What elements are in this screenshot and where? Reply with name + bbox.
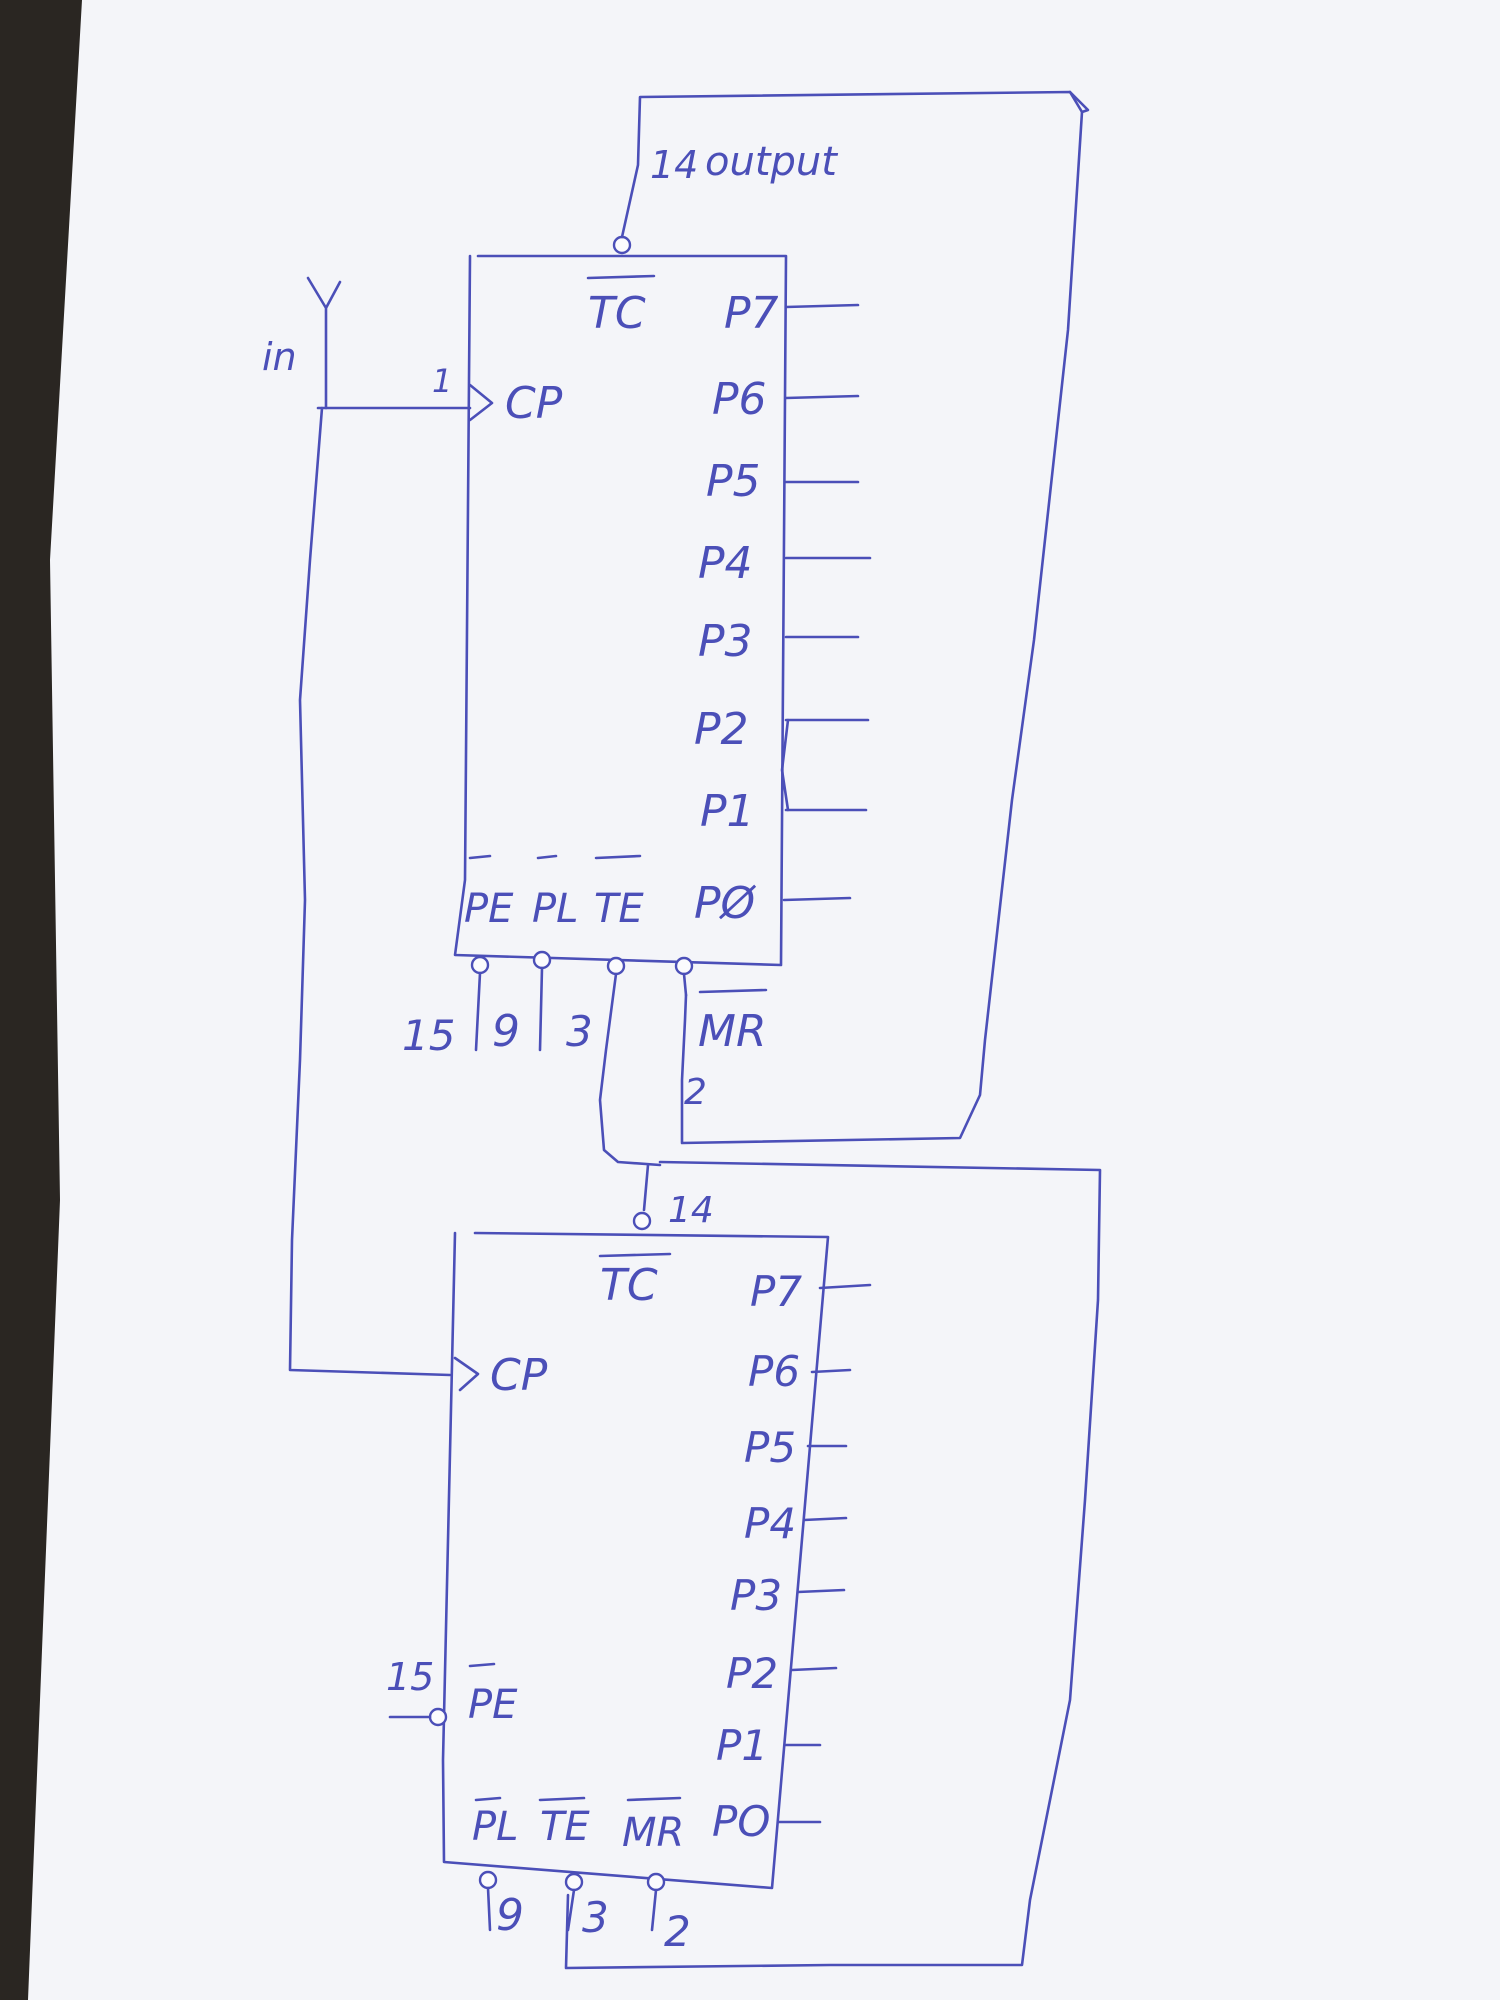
top-output-label-p0: PØ bbox=[694, 878, 757, 929]
bottom-tc-pin-wire bbox=[642, 1163, 650, 1212]
top-output-label-p5: P5 bbox=[706, 456, 761, 507]
bottom-cp-clock-triangle bbox=[453, 1356, 480, 1392]
top-pe-label: PE bbox=[464, 886, 514, 932]
paper-sheet bbox=[28, 0, 1500, 2000]
output-arrow-icon bbox=[1068, 90, 1090, 114]
top-p2-p1-bridge-wire bbox=[780, 718, 790, 812]
top-pe-overbar bbox=[468, 854, 492, 860]
input-arrow-icon bbox=[306, 276, 342, 410]
bottom-output-label-p3: P3 bbox=[730, 1571, 782, 1620]
top-pin-3: 3 bbox=[566, 1007, 593, 1056]
bottom-output-label-p1: P1 bbox=[716, 1721, 768, 1770]
bottom-chip-body bbox=[441, 1231, 830, 1890]
top-cp-clock-triangle bbox=[468, 383, 494, 422]
bottom-pl-label: PL bbox=[472, 1804, 518, 1850]
top-pin-15: 15 bbox=[402, 1011, 455, 1060]
bottom-mr-pin-bubble bbox=[646, 1872, 666, 1892]
bottom-tc-pin-bubble bbox=[632, 1211, 652, 1231]
bottom-output-wire-p2 bbox=[790, 1666, 838, 1672]
bottom-pe-label: PE bbox=[468, 1682, 518, 1728]
bottom-output-wire-p6 bbox=[810, 1368, 852, 1374]
top-output-label-p4: P4 bbox=[698, 538, 753, 589]
top-output-label-p3: P3 bbox=[698, 616, 753, 667]
top-mr-pin-bubble bbox=[674, 956, 694, 976]
top-mr-pin-wire bbox=[682, 972, 688, 997]
top-pl-pin-bubble bbox=[532, 950, 552, 970]
bottom-cp-label: CP bbox=[490, 1350, 548, 1401]
bottom-pin-3: 3 bbox=[582, 1893, 609, 1942]
bottom-output-wire-p3 bbox=[796, 1588, 846, 1594]
top-output-label-p7: P7 bbox=[724, 288, 779, 339]
top-tc-label: TC bbox=[588, 288, 646, 339]
top-mr-label: MR bbox=[698, 1006, 767, 1057]
top-cp-label: CP bbox=[505, 378, 563, 429]
top-output-wire-p0 bbox=[782, 896, 852, 902]
top-tc-pin-bubble bbox=[612, 235, 632, 255]
top-te-pin-bubble bbox=[606, 956, 626, 976]
bottom-output-label-p6: P6 bbox=[748, 1347, 800, 1396]
bottom-mr-label: MR bbox=[622, 1810, 684, 1856]
top-output-wire-p7 bbox=[784, 303, 860, 309]
bottom-output-pins: P7 P6 P5 P4 P3 P2 P1 PO bbox=[712, 1267, 872, 1846]
top-output-label-p2: P2 bbox=[694, 704, 749, 755]
bottom-output-label-p4: P4 bbox=[744, 1499, 796, 1548]
top-output-pins: P7 P6 P5 P4 P3 P2 P1 PØ bbox=[694, 288, 872, 929]
clock-shared-wire bbox=[288, 406, 452, 1377]
bottom-pin-2: 2 bbox=[664, 1907, 691, 1956]
bottom-output-wire-p4 bbox=[802, 1516, 848, 1522]
bottom-output-label-p5: P5 bbox=[744, 1423, 796, 1472]
cascade-te-wire bbox=[598, 972, 662, 1167]
top-pl-label: PL bbox=[532, 886, 578, 932]
top-pl-pin-wire bbox=[538, 966, 544, 1052]
bottom-pe-pin-bubble bbox=[428, 1707, 448, 1727]
bottom-tc-overbar bbox=[598, 1252, 672, 1258]
top-pl-overbar bbox=[536, 854, 558, 860]
top-pe-pin-wire bbox=[474, 971, 482, 1052]
bottom-pin-9: 9 bbox=[496, 1890, 524, 1941]
input-label: in bbox=[262, 335, 297, 379]
bottom-pl-pin-bubble bbox=[478, 1870, 498, 1890]
bottom-pe-pin-number: 15 bbox=[386, 1655, 434, 1699]
bottom-output-label-p0: PO bbox=[712, 1797, 770, 1846]
bottom-tc-label: TC bbox=[600, 1260, 658, 1311]
bottom-mr-pin-wire bbox=[650, 1888, 658, 1932]
top-cp-pin-number: 1 bbox=[432, 362, 452, 400]
output-label: output bbox=[705, 139, 838, 185]
top-output-pin-number: 14 bbox=[650, 143, 698, 187]
top-output-wire bbox=[620, 90, 1084, 1145]
bottom-te-pin-bubble bbox=[564, 1872, 584, 1892]
bottom-tc-pin-number: 14 bbox=[668, 1190, 714, 1231]
top-output-wire-p6 bbox=[784, 394, 860, 400]
top-te-overbar bbox=[594, 854, 642, 860]
bottom-pl-pin-wire bbox=[486, 1886, 492, 1932]
bottom-tc-loop-wire bbox=[564, 1160, 1102, 1970]
bottom-te-label: TE bbox=[540, 1804, 590, 1850]
top-tc-overbar bbox=[586, 274, 656, 280]
top-pin-9: 9 bbox=[492, 1006, 520, 1057]
top-mr-pin-number: 2 bbox=[684, 1072, 707, 1113]
top-mr-overbar bbox=[698, 988, 768, 994]
bottom-mr-overbar bbox=[626, 1796, 682, 1802]
bottom-pe-overbar bbox=[468, 1662, 496, 1668]
bottom-te-overbar bbox=[538, 1796, 586, 1802]
bottom-output-wire-p7 bbox=[818, 1283, 872, 1290]
top-output-label-p6: P6 bbox=[712, 374, 767, 425]
bottom-output-label-p2: P2 bbox=[726, 1649, 778, 1698]
top-te-label: TE bbox=[594, 886, 644, 932]
top-pe-pin-bubble bbox=[470, 955, 490, 975]
bottom-pl-overbar bbox=[474, 1796, 502, 1802]
top-output-label-p1: P1 bbox=[700, 786, 755, 837]
bottom-te-pin-wire bbox=[566, 1888, 576, 1932]
bottom-output-label-p7: P7 bbox=[750, 1267, 802, 1316]
